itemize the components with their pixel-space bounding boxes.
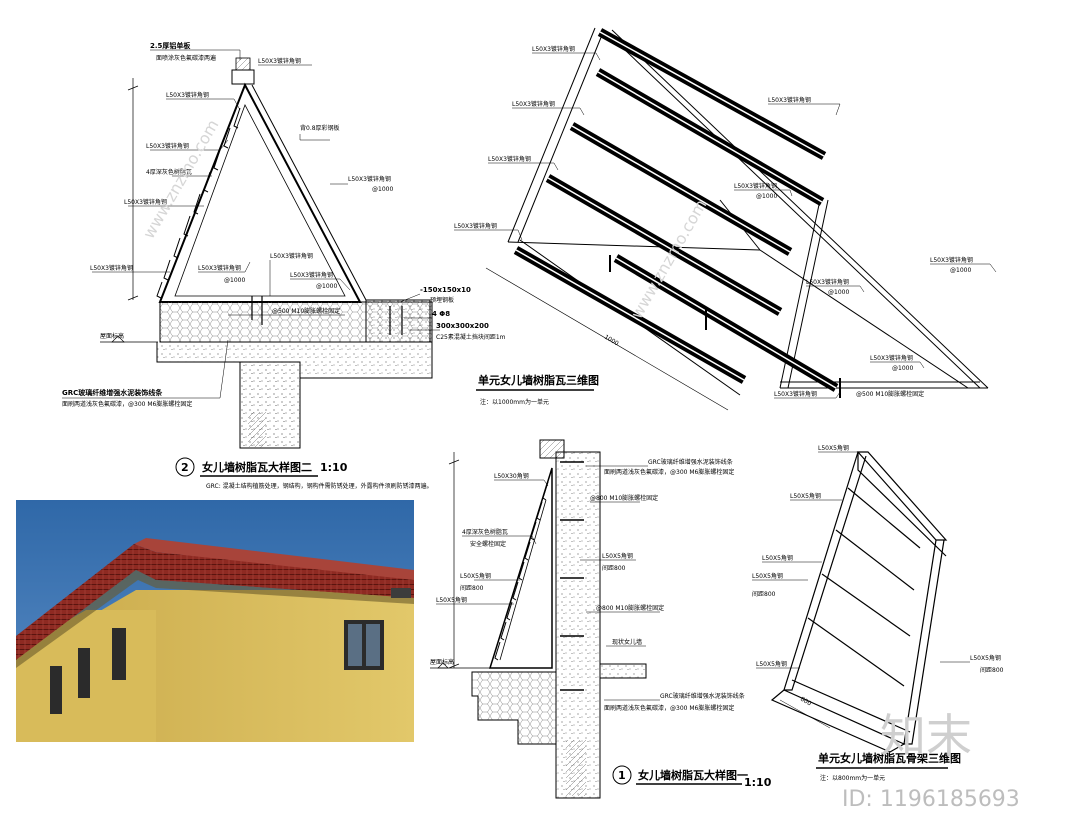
d1-title-text: 女儿墙树脂瓦大样图一	[638, 768, 748, 782]
v3d-label-d: L50X3镀锌角钢	[454, 222, 497, 230]
d2-plate2: 预埋钢板	[430, 296, 454, 304]
f3d-label-d: L50X5角钢	[752, 572, 783, 580]
d2-block: 300x300x200	[436, 322, 489, 330]
watermark-id: ID: 1196185693	[842, 787, 1020, 812]
d2-label-b: L50X3镀锌角钢	[166, 91, 209, 99]
d1-grc2: GRC玻璃纤维增强水泥装饰线条	[660, 692, 745, 700]
d2-label-tile: 4厚深灰色树脂瓦	[146, 168, 192, 176]
v3d-label-r1: L50X3镀锌角钢	[768, 96, 811, 104]
d1-grc-b: 面刷两道浅灰色氟碳漆，@300 M6膨胀螺栓固定	[604, 468, 734, 476]
v3d-label-r3b: @1000	[828, 289, 849, 296]
d1-tile: 4厚深灰色树脂瓦	[462, 528, 508, 536]
detail-1: L50X30角钢 GRC玻璃纤维增强水泥装饰线条 面刷两道浅灰色氟碳漆，@300…	[430, 439, 772, 799]
f3d-label-a: L50X5角钢	[818, 444, 849, 452]
watermark-brand: 知末	[880, 709, 972, 763]
v3d-label-r4b: @1000	[950, 267, 971, 274]
v3d-label-r5b: @1000	[892, 365, 913, 372]
d2-label-g: L50X3镀锌角钢	[348, 175, 391, 183]
d2-label-f2: @1000	[224, 277, 245, 284]
d2-title-circle	[175, 457, 195, 477]
d1-bolt2: @800 M10膨胀螺栓固定	[596, 604, 664, 612]
v3d-label-b: L50X3镀锌角钢	[512, 100, 555, 108]
d1-tile2: 安全螺栓固定	[470, 540, 506, 548]
d2-label-c: L50X3镀锌角钢	[146, 142, 189, 150]
view-3d: 1000 L50X3镀锌角钢 L50X3镀锌角钢 L50X3镀锌角钢 L50X3…	[454, 27, 997, 411]
d1-bolt: @800 M10膨胀螺栓固定	[590, 494, 658, 502]
d2-title-text: 女儿墙树脂瓦大样图二	[202, 460, 312, 474]
d2-label-i2: @1000	[316, 283, 337, 290]
d1-l50x5-l3: L50X5角钢	[436, 596, 467, 604]
d2-top-label: 2.5厚铝单板	[150, 41, 191, 50]
d2-top-sublabel: 面喷涂灰色氟碳漆两遍	[156, 54, 216, 62]
v3d-note: 注：以1000mm为一单元	[480, 398, 549, 406]
v3d-label-r4: L50X3镀锌角钢	[930, 256, 973, 264]
d1-l50x5b: 间距800	[602, 564, 626, 572]
f3d-dim: 800	[799, 696, 813, 708]
d2-grc: GRC玻璃纤维增强水泥装饰线条	[62, 388, 163, 397]
d2-title-number: 2	[181, 461, 189, 474]
v3d-label-r2b: @1000	[756, 193, 777, 200]
d2-bolt: @500 M10膨胀螺栓固定	[272, 307, 340, 315]
f3d-label-f2: 间距800	[980, 666, 1004, 674]
d2-grc2: 面刷两道浅灰色氟碳漆，@300 M6膨胀螺栓固定	[62, 400, 192, 408]
v3d-label-c: L50X3镀锌角钢	[488, 155, 531, 163]
d2-roof: 屋面标高	[100, 332, 124, 340]
d2-label-g2: @1000	[372, 186, 393, 193]
v3d-label-bottom: L50X3镀锌角钢	[774, 390, 817, 398]
d1-l50x5-l2: 间距800	[460, 584, 484, 592]
v3d-label-a: L50X3镀锌角钢	[532, 45, 575, 53]
d1-label-a: L50X30角钢	[494, 472, 529, 480]
v3d-label-r3: L50X3镀锌角钢	[806, 278, 849, 286]
v3d-label-r5: L50X3镀锌角钢	[870, 354, 913, 362]
d2-rebar: 4 Φ8	[432, 310, 450, 318]
f3d-label-d2: 间距800	[752, 590, 776, 598]
d2-label-f: L50X3镀锌角钢	[198, 264, 241, 272]
f3d-label-f: L50X5角钢	[970, 654, 1001, 662]
d1-roof: 屋面标高	[430, 658, 454, 666]
d2-steel-plate: 背0.8厚彩钢板	[300, 124, 340, 132]
building-photo	[16, 500, 414, 742]
f3d-label-c: L50X5角钢	[762, 554, 793, 562]
rails	[513, 28, 839, 392]
d1-title-scale: 1:10	[744, 776, 772, 789]
d2-label-h: L50X3镀锌角钢	[270, 252, 313, 260]
d1-title-number: 1	[618, 769, 626, 782]
f3d-note: 注：以800mm为一单元	[820, 774, 885, 782]
d2-plate: -150x150x10	[420, 286, 471, 294]
f3d-label-b: L50X5角钢	[790, 492, 821, 500]
d1-wall: 现状女儿墙	[612, 638, 642, 646]
d1-grc: GRC玻璃纤维增强水泥装饰线条	[648, 458, 733, 466]
v3d-label-r2: L50X3镀锌角钢	[734, 182, 777, 190]
d2-label-e: L50X3镀锌角钢	[90, 264, 133, 272]
f3d-label-e: L50X5角钢	[756, 660, 787, 668]
d1-l50x5: L50X5角钢	[602, 552, 633, 560]
v3d-dim: 1000	[603, 334, 620, 348]
v3d-label-bottom-bolt: @500 M10膨胀螺栓固定	[856, 390, 924, 398]
watermark-site-1: www.znzmo.com	[139, 116, 223, 242]
frame-3d: 800 L50X5角钢 L50X5角钢 L50X5角钢 L50X5角钢 间距80…	[752, 444, 1004, 782]
d1-grc2b: 面刷两道浅灰色氟碳漆，@300 M6膨胀螺栓固定	[604, 704, 734, 712]
detail-2: 2.5厚铝单板 面喷涂灰色氟碳漆两遍 L50X3镀锌角钢 L50X3镀锌角钢 L…	[62, 41, 506, 490]
d2-label-d: L50X3镀锌角钢	[124, 198, 167, 206]
d2-concrete: C25素混凝土挡块间距1m	[436, 333, 506, 341]
v3d-title: 单元女儿墙树脂瓦三维图	[478, 373, 599, 387]
f3d-title: 单元女儿墙树脂瓦骨架三维图	[818, 751, 961, 765]
d2-label-a: L50X3镀锌角钢	[258, 57, 301, 65]
d1-title-circle	[612, 765, 632, 785]
d2-note: GRC: 混凝土结构植筋处理，钢结构，钢构件需防锈处理，外露构件须刷防锈漆两遍。	[206, 482, 433, 490]
d2-title-scale: 1:10	[320, 461, 348, 474]
d2-label-i: L50X3镀锌角钢	[290, 271, 333, 279]
building-photo-image	[16, 500, 414, 742]
d1-l50x5-l: L50X5角钢	[460, 572, 491, 580]
